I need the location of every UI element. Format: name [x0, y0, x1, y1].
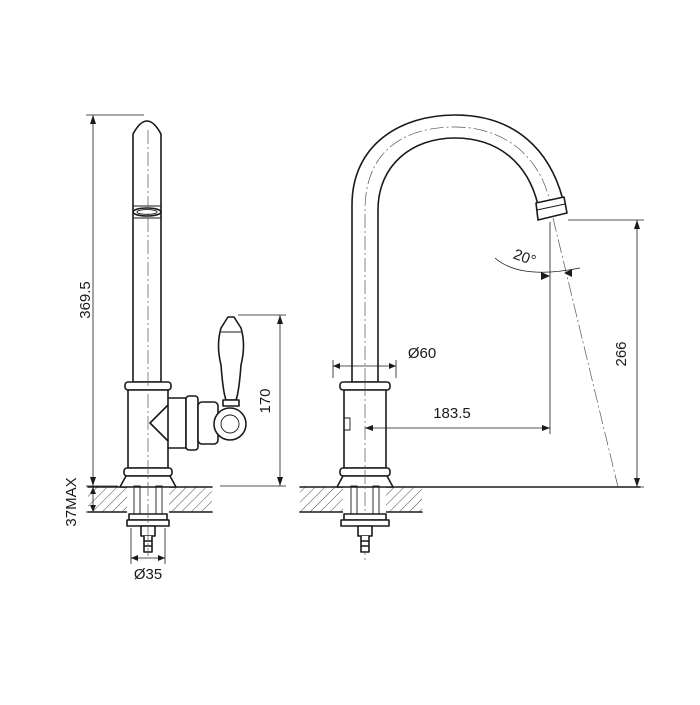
side-spout	[132, 120, 162, 383]
dim-spout-height: 266	[568, 219, 644, 488]
dim-spout-reach: 183.5	[365, 222, 551, 434]
front-mount-shank	[340, 485, 390, 553]
countertop-left	[87, 486, 213, 513]
side-lever-handle	[213, 316, 247, 441]
label-body-diameter: Ø60	[408, 345, 436, 362]
label-mount-thickness: 37MAX	[63, 477, 80, 526]
front-body	[336, 381, 394, 560]
label-spout-angle: 20°	[511, 246, 538, 270]
side-mount-shank	[126, 130, 170, 556]
side-body	[119, 381, 219, 488]
label-spout-height: 266	[613, 341, 630, 366]
label-base-diameter: Ø35	[134, 566, 162, 583]
side-view: 369.5 37MAX Ø35 170	[63, 114, 286, 583]
label-spout-reach: 183.5	[433, 405, 471, 422]
dim-base-diameter: Ø35	[130, 528, 166, 583]
dim-handle-height: 170	[220, 314, 286, 487]
front-view: Ø60 183.5 266 20°	[299, 114, 644, 560]
dim-spout-angle: 20°	[494, 246, 581, 280]
label-handle-height: 170	[257, 388, 274, 413]
label-total-height: 369.5	[77, 281, 94, 319]
front-gooseneck-spout	[351, 114, 568, 383]
dim-total-height: 369.5	[77, 114, 144, 487]
water-jet-line	[552, 217, 619, 488]
dim-mount-thickness: 37MAX	[63, 477, 126, 527]
dim-body-diameter: Ø60	[332, 345, 436, 378]
